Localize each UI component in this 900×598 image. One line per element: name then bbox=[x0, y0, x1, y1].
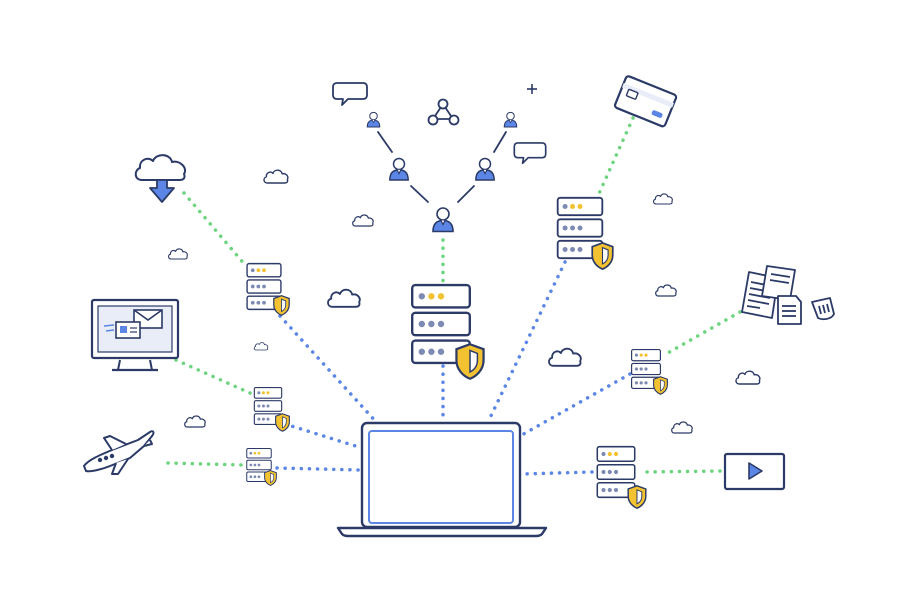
cloud-icon bbox=[735, 370, 761, 385]
link-server-4 bbox=[486, 260, 567, 424]
cloud-icon bbox=[352, 214, 374, 227]
chat-bubble-icon bbox=[332, 82, 368, 106]
server-left-top bbox=[246, 262, 290, 316]
cloud-icon bbox=[548, 347, 582, 367]
server-left-bottom bbox=[246, 447, 277, 486]
link-server-3 bbox=[275, 466, 362, 472]
user-icon bbox=[389, 157, 409, 181]
laptop-icon bbox=[336, 421, 548, 538]
cloud-icon bbox=[671, 421, 693, 434]
share-icon bbox=[427, 98, 460, 126]
cloud-icon bbox=[184, 415, 206, 428]
airplane-icon bbox=[83, 430, 155, 475]
link-server-6 bbox=[520, 470, 594, 476]
link-cloud-download bbox=[182, 191, 248, 268]
video-player-icon bbox=[723, 452, 786, 491]
link-monitor bbox=[174, 358, 252, 395]
credit-card-icon bbox=[613, 75, 678, 128]
cloud-icon bbox=[167, 248, 188, 260]
server-left-middle bbox=[253, 386, 290, 432]
cloud-icon bbox=[652, 193, 673, 205]
shield-icon bbox=[273, 295, 290, 316]
cloud-icon bbox=[327, 288, 361, 308]
shield-icon bbox=[627, 485, 647, 509]
link-server-5 bbox=[518, 372, 632, 438]
link-credit-card bbox=[595, 116, 635, 200]
server-center bbox=[410, 283, 485, 380]
link-airplane bbox=[166, 461, 245, 467]
shield-icon bbox=[653, 376, 668, 395]
user-icon bbox=[475, 157, 495, 181]
monitor-mail-icon bbox=[90, 298, 180, 372]
cloud-download-icon bbox=[134, 154, 186, 203]
link-server-2 bbox=[283, 422, 364, 450]
chat-bubble-icon bbox=[513, 142, 547, 165]
link-video bbox=[642, 469, 722, 474]
link-documents bbox=[664, 310, 742, 356]
server-right-middle bbox=[630, 348, 668, 395]
documents-icon bbox=[741, 265, 835, 325]
link-server-1 bbox=[278, 314, 380, 426]
cloud-icon bbox=[253, 342, 269, 351]
user-network bbox=[332, 82, 547, 233]
user-network-lines bbox=[377, 131, 507, 203]
user-icon bbox=[503, 111, 518, 128]
server-right-top bbox=[556, 196, 614, 270]
shield-icon bbox=[591, 242, 614, 270]
shield-icon bbox=[264, 470, 277, 486]
plus-icon bbox=[527, 84, 537, 94]
cloud-icon bbox=[655, 284, 677, 297]
shield-icon bbox=[275, 413, 290, 432]
server-right-bottom bbox=[596, 445, 647, 509]
shield-icon bbox=[455, 343, 485, 380]
cloud-icon bbox=[263, 169, 289, 184]
user-icon bbox=[366, 111, 381, 128]
connection-lines bbox=[166, 116, 742, 476]
user-icon bbox=[432, 207, 454, 233]
